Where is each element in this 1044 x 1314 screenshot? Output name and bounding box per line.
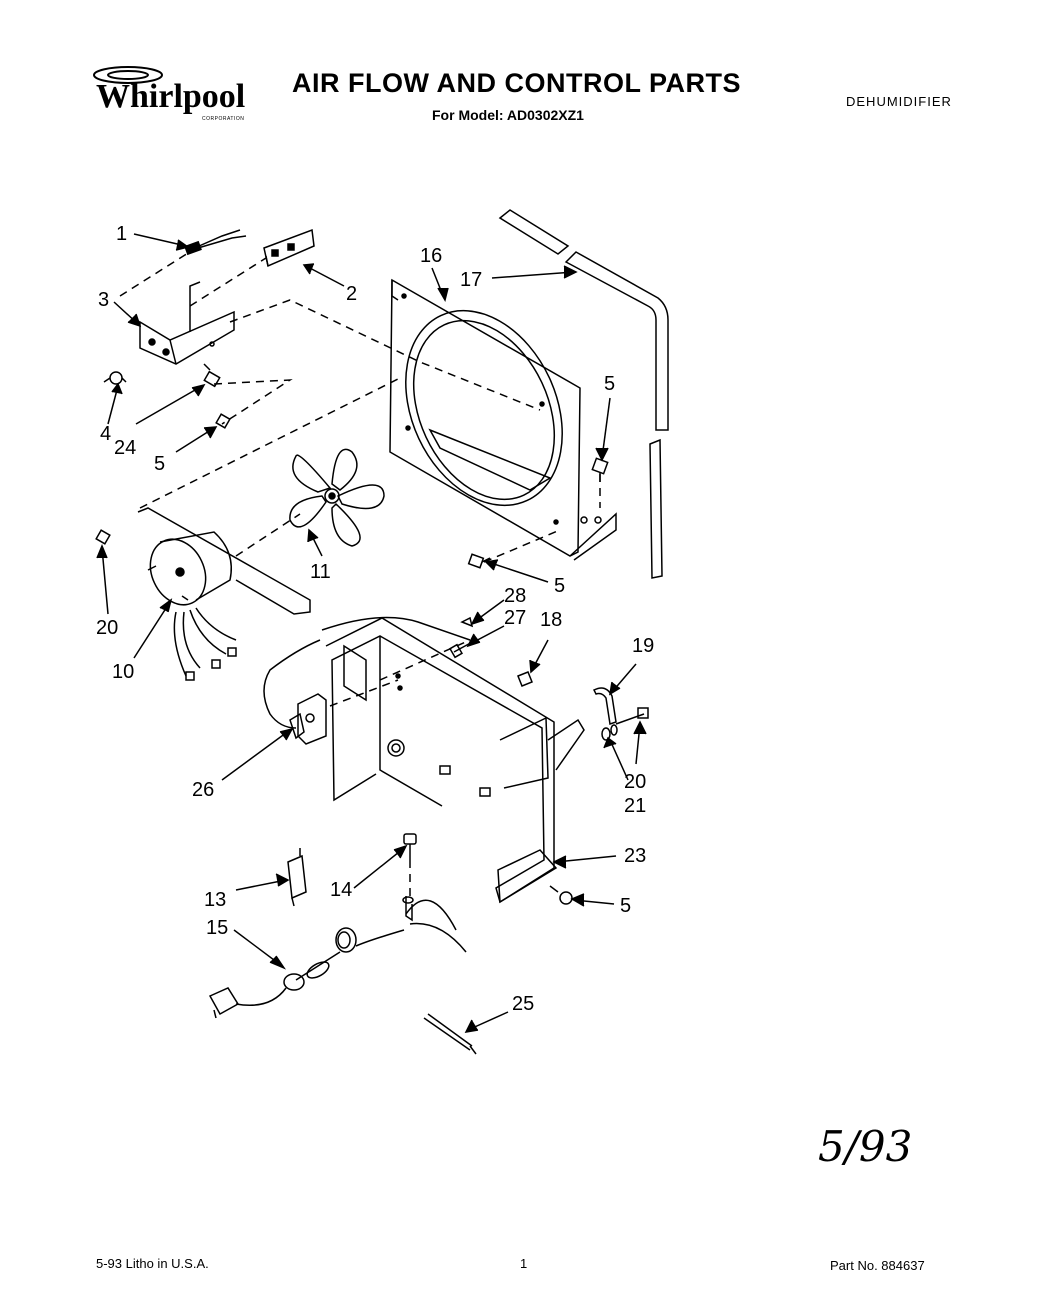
part-20-screw-a — [95, 529, 111, 545]
part-17-seal-strips — [498, 209, 669, 579]
part-25-tie-strap — [423, 1013, 477, 1055]
callout-5-c: 5 — [554, 575, 565, 597]
callout-5-d: 5 — [620, 895, 631, 917]
part-1-thermistor — [184, 229, 247, 256]
part-5-screw-b — [591, 457, 609, 482]
callout-14: 14 — [330, 879, 352, 901]
logo-wordmark: Whirlpool — [96, 78, 246, 115]
part-14-screw — [403, 833, 417, 860]
callout-10: 10 — [112, 661, 134, 683]
part-4-nut — [103, 371, 127, 385]
part-24-screw — [203, 363, 221, 388]
brand-logo: Whirlpool CORPORATION — [84, 64, 264, 130]
part-18-nut — [517, 671, 533, 687]
callout-26: 26 — [192, 779, 214, 801]
callout-28: 28 — [504, 585, 526, 607]
callout-24: 24 — [114, 437, 136, 459]
footer-litho: 5-93 Litho in U.S.A. — [96, 1256, 209, 1271]
callout-25: 25 — [512, 993, 534, 1015]
callout-15: 15 — [206, 917, 228, 939]
callout-23: 23 — [624, 845, 646, 867]
part-20-screw-b — [615, 707, 649, 725]
callout-16: 16 — [420, 245, 442, 267]
callout-5-b: 5 — [604, 373, 615, 395]
callout-20-a: 20 — [96, 617, 118, 639]
callout-18: 18 — [540, 609, 562, 631]
callout-13: 13 — [204, 889, 226, 911]
part-16-orifice-panel — [389, 278, 617, 561]
callout-leader-lines — [96, 233, 647, 1033]
part-10-fan-motor — [137, 507, 311, 681]
part-26-control-switch — [289, 693, 327, 745]
part-15-power-cord — [208, 896, 467, 1019]
part-21-washer — [601, 724, 618, 741]
part-5-screw-c — [467, 553, 491, 569]
part-3-control-bracket — [139, 281, 235, 365]
callout-2: 2 — [346, 283, 357, 305]
part-5-screw-d — [549, 885, 573, 905]
model-line: For Model: AD0302XZ1 — [432, 107, 584, 123]
callout-21: 21 — [624, 795, 646, 817]
page-title: AIR FLOW AND CONTROL PARTS — [292, 68, 741, 98]
callout-3: 3 — [98, 289, 109, 311]
callout-5-a: 5 — [154, 453, 165, 475]
footer-page-number: 1 — [520, 1256, 528, 1271]
part-28-clip — [460, 616, 474, 628]
callout-17: 17 — [460, 269, 482, 291]
callout-20-b: 20 — [624, 771, 646, 793]
footer-part-number: Part No. 884637 — [830, 1258, 925, 1273]
callout-19: 19 — [632, 635, 654, 657]
part-11-fan-blade — [289, 448, 385, 547]
logo-swoosh-icon — [93, 66, 163, 84]
callout-11: 11 — [310, 561, 331, 583]
callout-1: 1 — [116, 223, 127, 245]
part-13-capacitor — [287, 848, 307, 907]
handwritten-date: 5/93 — [818, 1122, 913, 1171]
callout-27: 27 — [504, 607, 526, 629]
alignment-lines — [119, 247, 601, 900]
part-5-screw-a — [215, 413, 231, 429]
part-19-clamp — [592, 687, 617, 725]
product-category: DEHUMIDIFIER — [846, 94, 952, 109]
logo-corporation-text: CORPORATION — [202, 116, 245, 122]
part-2-terminal-block — [263, 228, 315, 268]
callout-4: 4 — [100, 423, 111, 445]
part-23-control-housing — [263, 616, 585, 904]
